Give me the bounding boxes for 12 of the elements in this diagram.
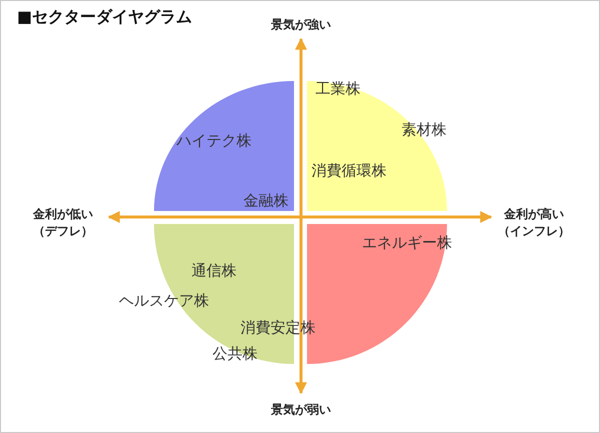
axis-label: 景気が強い bbox=[271, 16, 331, 34]
sector-label: ヘルスケア株 bbox=[119, 292, 209, 310]
sector-label: 金融株 bbox=[244, 192, 288, 210]
sector-label: 素材株 bbox=[402, 120, 446, 140]
axis-label: 景気が弱い bbox=[271, 402, 331, 418]
sector-label: 消費循環株 bbox=[312, 162, 386, 180]
axis-label: 金利が高い（インフレ） bbox=[497, 206, 571, 240]
sector-label: 工業株 bbox=[316, 80, 360, 98]
title: ■セクターダイヤグラム bbox=[17, 7, 192, 28]
sector-label: 通信株 bbox=[192, 262, 236, 280]
axis-label: 金利が低い（デフレ） bbox=[32, 206, 94, 240]
sector-label: ハイテク株 bbox=[176, 132, 252, 150]
